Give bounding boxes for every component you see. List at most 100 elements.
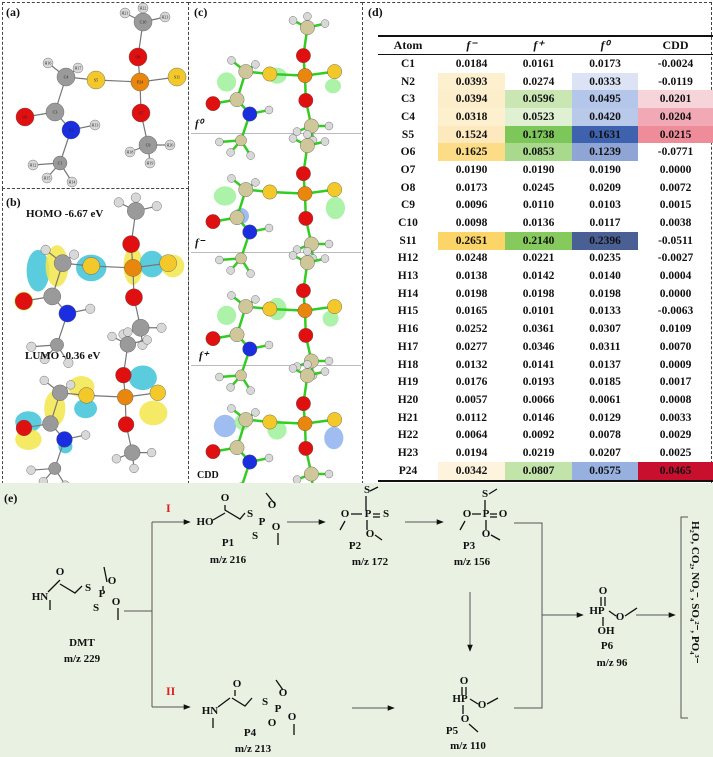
atom-C10 <box>119 336 136 353</box>
atom-cell: H17 <box>397 340 419 353</box>
atom-symbol: S <box>262 696 268 708</box>
value-cell: 0.0307 <box>589 323 621 336</box>
homo-label: HOMO -6.67 eV <box>26 208 104 220</box>
atom-S11 <box>167 67 187 87</box>
atom-symbol: O <box>366 528 375 540</box>
atom-H19 <box>129 463 139 474</box>
value-cell: 0.0138 <box>455 270 488 283</box>
bond-lines <box>459 488 501 541</box>
atom-label: H20 <box>167 143 174 148</box>
value-cell: 0.0061 <box>589 393 621 406</box>
atom-symbol: O <box>461 713 470 725</box>
value-cell: 0.0103 <box>589 199 621 212</box>
value-cell: 0.0184 <box>455 57 488 70</box>
atom-H13 <box>85 303 96 314</box>
atom-C4 <box>53 254 72 272</box>
isosurface-lobe <box>213 414 237 438</box>
isosurface-lobe <box>324 426 344 450</box>
atom-O7 <box>131 103 151 123</box>
bond-lines <box>47 566 119 620</box>
compound-name: P4 <box>244 727 257 739</box>
atom-S5 <box>262 66 278 82</box>
atom-C9 <box>303 466 319 482</box>
compound-mz: m/z 229 <box>64 653 101 665</box>
atom-H12 <box>27 159 39 171</box>
atom-H20 <box>324 356 334 366</box>
value-cell: 0.0098 <box>455 217 488 230</box>
atom-N2 <box>58 304 77 323</box>
atom-symbol: P <box>99 588 106 600</box>
atom-H16 <box>227 174 236 183</box>
atom-H13 <box>89 119 101 131</box>
atom-cell: O6 <box>400 146 416 159</box>
atom-H16 <box>39 375 49 386</box>
atom-H20 <box>324 469 334 479</box>
atom-H22 <box>303 247 312 256</box>
atom-H15 <box>226 266 235 275</box>
atom-symbol: P <box>483 508 490 520</box>
atom-H22 <box>123 327 133 337</box>
atom-C9 <box>124 444 141 461</box>
atom-label: S11 <box>174 75 180 80</box>
value-cell: 0.0109 <box>659 323 692 336</box>
value-cell: 0.0057 <box>455 393 488 406</box>
atom-symbol: HN <box>32 591 49 603</box>
atom-label: C9 <box>146 143 151 148</box>
isosurface-lobe <box>26 249 50 292</box>
value-cell: 0.1738 <box>505 125 572 144</box>
atom-cell: H23 <box>397 446 419 459</box>
atom-C3 <box>229 327 245 342</box>
atom-C1 <box>48 462 62 475</box>
atom-symbol: S <box>247 508 253 520</box>
atom-symbol: P <box>275 703 282 715</box>
atom-C10 <box>127 202 145 220</box>
value-cell: 0.2651 <box>438 231 505 250</box>
value-cell: 0.0342 <box>438 461 505 482</box>
value-cell: 0.0204 <box>638 108 713 126</box>
fukui-map-0 <box>205 12 342 160</box>
compound-mz: m/z 216 <box>210 554 247 566</box>
atom-H14 <box>246 386 255 395</box>
atom-cell: N2 <box>400 75 416 88</box>
atom-cell: S5 <box>401 128 415 141</box>
atom-H20 <box>324 121 334 131</box>
atom-H21 <box>119 7 131 19</box>
atom-P24 <box>130 72 150 92</box>
table-header: Atom f⁻ f⁺ f⁰ CDD <box>378 35 713 55</box>
atom-N2 <box>242 106 258 122</box>
value-cell: 0.0141 <box>522 358 555 371</box>
divider <box>191 133 361 134</box>
panel-e-label: (e) <box>4 491 18 505</box>
atom-H22 <box>303 12 312 21</box>
atom-symbol: S <box>364 484 370 496</box>
atom-H17 <box>72 62 84 74</box>
value-cell: 0.0176 <box>455 376 488 389</box>
compound-name: P1 <box>222 537 234 549</box>
atom-symbol: O <box>56 566 65 578</box>
atom-H23 <box>320 19 330 28</box>
value-cell: 0.0248 <box>455 252 488 265</box>
value-cell: 0.0173 <box>455 181 488 194</box>
isosurface-lobe <box>139 250 165 278</box>
value-cell: 0.0066 <box>522 393 555 406</box>
atom-symbol: OH <box>597 625 615 637</box>
atom-C10 <box>299 138 315 154</box>
atom-label: O8 <box>136 55 141 60</box>
value-cell: 0.0198 <box>589 287 621 300</box>
atom-label: H22 <box>140 6 147 11</box>
value-cell: 0.0245 <box>522 181 555 194</box>
bond-lines <box>600 597 638 626</box>
atom-C4 <box>56 67 76 87</box>
atom-N2 <box>242 454 258 470</box>
atom-C10 <box>299 255 315 271</box>
atom-S11 <box>327 299 342 314</box>
isosurface-lobe <box>213 186 237 206</box>
atom-O8 <box>295 48 311 63</box>
atom-O7 <box>298 327 314 343</box>
